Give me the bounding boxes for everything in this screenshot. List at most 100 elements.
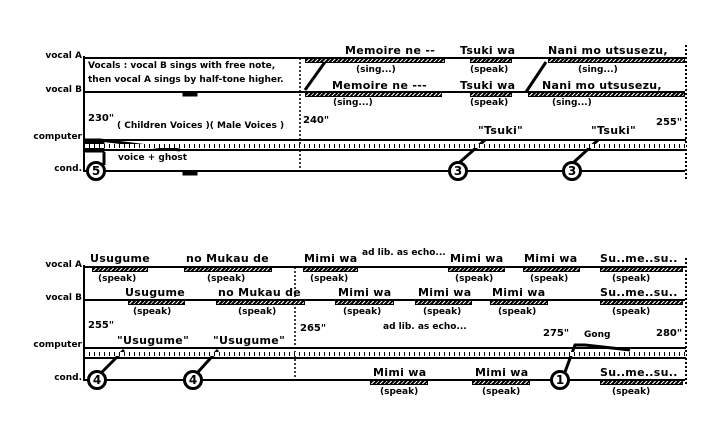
lyric-bar bbox=[184, 267, 272, 272]
cond-text: voice + ghost bbox=[118, 153, 188, 163]
lyric-bar bbox=[128, 300, 185, 305]
lyric-bar bbox=[92, 267, 148, 272]
computer-cue-label: "Usugume" bbox=[117, 334, 190, 347]
lyric: Usugume bbox=[90, 252, 151, 265]
lyric: Su..me..su.. bbox=[600, 252, 678, 265]
computer-voices-label: ( Children Voices )( Male Voices ) bbox=[117, 121, 285, 131]
lyric: Mimi wa bbox=[492, 286, 546, 299]
vocal-a-note: ad lib. as echo... bbox=[362, 248, 446, 258]
lyric-bar bbox=[303, 267, 358, 272]
lyric: Su..me..su.. bbox=[600, 286, 678, 299]
lyric-bar bbox=[548, 58, 685, 63]
performance-mode: (speak) bbox=[310, 274, 349, 284]
lyric-bar bbox=[448, 267, 505, 272]
time-marker: 275" bbox=[543, 328, 570, 339]
performance-mode: (speak) bbox=[380, 387, 419, 397]
lyric: Nani mo utsusezu, bbox=[542, 79, 662, 92]
staff-label-vocal-a: vocal A bbox=[45, 51, 82, 61]
lyric: Mimi wa bbox=[338, 286, 392, 299]
cue-number-circle: 4 bbox=[183, 370, 203, 390]
performance-mode: (speak) bbox=[133, 307, 172, 317]
lyric: Nani mo utsusezu, bbox=[548, 44, 668, 57]
performance-mode: (speak) bbox=[238, 307, 277, 317]
performance-mode: (speak) bbox=[612, 274, 651, 284]
time-marker: 255" bbox=[656, 117, 683, 128]
performance-mode: (speak) bbox=[530, 274, 569, 284]
performance-mode: (sing...) bbox=[356, 65, 396, 75]
instruction-note: then vocal A sings by half-tone higher. bbox=[88, 75, 284, 85]
lyric-bar bbox=[490, 300, 548, 305]
staff-label-vocal-b: vocal B bbox=[45, 293, 82, 303]
lyric: Tsuki wa bbox=[460, 44, 516, 57]
computer-cue-label: "Tsuki" bbox=[591, 124, 637, 137]
lyric-bar bbox=[600, 380, 683, 385]
lyric: Mimi wa bbox=[450, 252, 504, 265]
performance-mode: (speak) bbox=[98, 274, 137, 284]
lyric-bar bbox=[523, 267, 580, 272]
staff-label-computer: computer bbox=[33, 132, 82, 142]
lyric: Su..me..su.. bbox=[600, 366, 678, 379]
time-marker: 230" bbox=[88, 113, 115, 124]
time-marker: 240" bbox=[303, 115, 330, 126]
staff-label-computer: computer bbox=[33, 340, 82, 350]
computer-cue-label: "Usugume" bbox=[213, 334, 286, 347]
lyric: Mimi wa bbox=[304, 252, 358, 265]
performance-mode: (sing...) bbox=[578, 65, 618, 75]
performance-mode: (speak) bbox=[470, 65, 509, 75]
lyric: Mimi wa bbox=[475, 366, 529, 379]
performance-mode: (speak) bbox=[612, 307, 651, 317]
arrow-2 bbox=[524, 61, 548, 93]
lyric-bar bbox=[470, 92, 512, 97]
tick-mark bbox=[182, 170, 198, 176]
cue-number-circle: 3 bbox=[562, 161, 582, 181]
gong-label: Gong bbox=[584, 330, 611, 340]
lyric: Memoire ne -- bbox=[345, 44, 436, 57]
lyric: Mimi wa bbox=[418, 286, 472, 299]
cue-number-circle: 4 bbox=[87, 370, 107, 390]
time-marker: 280" bbox=[656, 328, 683, 339]
performance-mode: (sing...) bbox=[552, 98, 592, 108]
lyric-bar bbox=[335, 300, 394, 305]
lyric: no Mukau de bbox=[186, 252, 270, 265]
performance-mode: (speak) bbox=[482, 387, 521, 397]
time-marker: 255" bbox=[88, 320, 115, 331]
lyric-bar bbox=[528, 92, 685, 97]
staff-label-vocal-a: vocal A bbox=[45, 260, 82, 270]
performance-mode: (speak) bbox=[455, 274, 494, 284]
cue-number-circle: 1 bbox=[550, 370, 570, 390]
tick-mark bbox=[182, 91, 198, 97]
staff-label-cond: cond. bbox=[54, 373, 82, 383]
staff-label-cond: cond. bbox=[54, 164, 82, 174]
performance-mode: (speak) bbox=[343, 307, 382, 317]
lyric: no Mukau de bbox=[218, 286, 302, 299]
time-marker: 265" bbox=[300, 323, 327, 334]
staff-label-vocal-b: vocal B bbox=[45, 85, 82, 95]
lyric-bar bbox=[216, 300, 305, 305]
cue-number-circle: 5 bbox=[86, 161, 106, 181]
lyric-bar bbox=[470, 58, 512, 63]
lyric-bar bbox=[472, 380, 530, 385]
lyric: Usugume bbox=[125, 286, 186, 299]
lyric: Tsuki wa bbox=[460, 79, 516, 92]
computer-cue-label: "Tsuki" bbox=[478, 124, 524, 137]
lyric-bar bbox=[600, 300, 683, 305]
performance-mode: (speak) bbox=[207, 274, 246, 284]
lyric: Mimi wa bbox=[373, 366, 427, 379]
lyric: Mimi wa bbox=[524, 252, 578, 265]
arrow-1 bbox=[303, 61, 327, 91]
lyric-bar bbox=[600, 267, 683, 272]
instruction-note: Vocals : vocal B sings with free note, bbox=[88, 61, 276, 71]
performance-mode: (speak) bbox=[470, 98, 509, 108]
lyric-bar bbox=[370, 380, 428, 385]
computer-track-1 bbox=[84, 139, 686, 151]
computer-track-2 bbox=[84, 347, 686, 359]
cue-number-circle: 3 bbox=[448, 161, 468, 181]
lyric-bar bbox=[305, 92, 442, 97]
computer-echo-label: ad lib. as echo... bbox=[383, 322, 467, 332]
performance-mode: (sing...) bbox=[333, 98, 373, 108]
lyric-bar bbox=[305, 58, 445, 63]
performance-mode: (speak) bbox=[612, 387, 651, 397]
performance-mode: (speak) bbox=[498, 307, 537, 317]
lyric: Memoire ne --- bbox=[332, 79, 427, 92]
